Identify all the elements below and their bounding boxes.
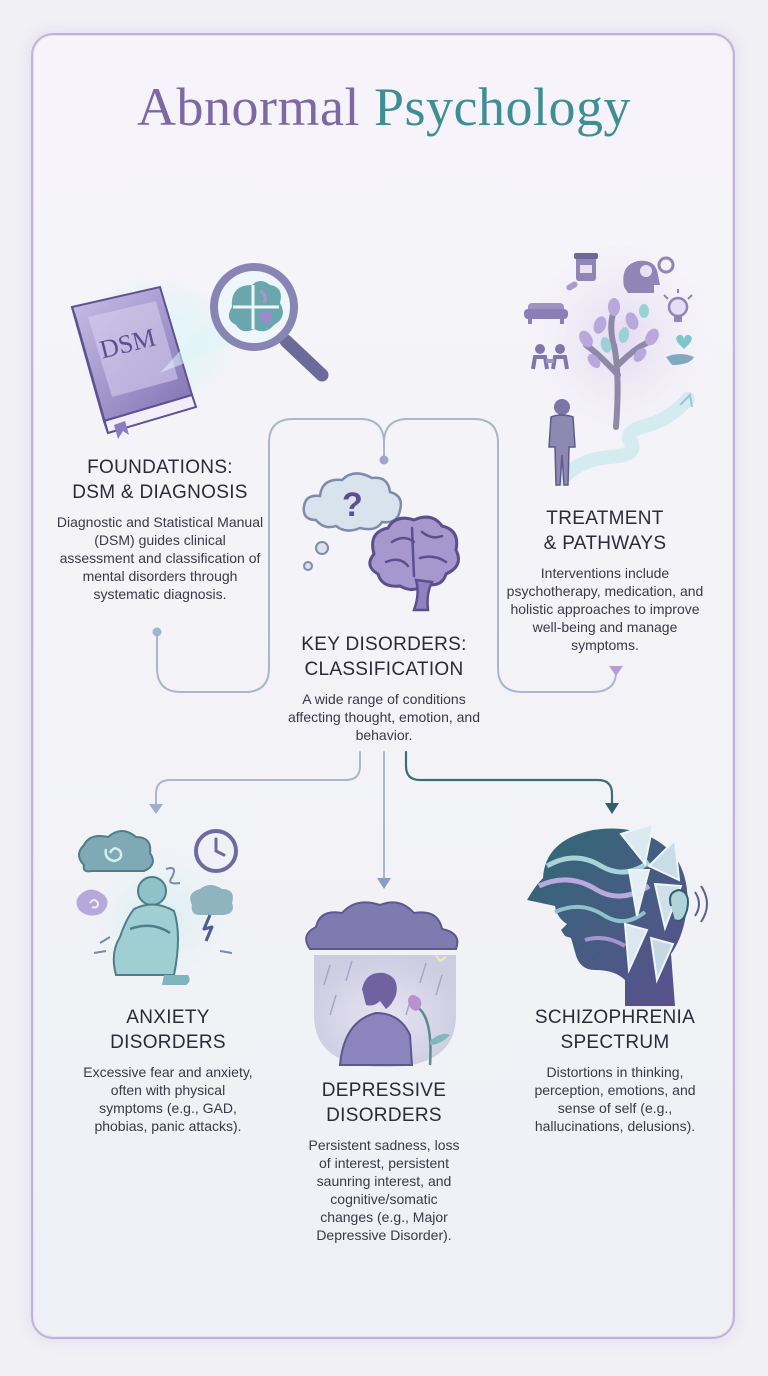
schizophrenia-heading: SCHIZOPHRENIA SPECTRUM: [520, 1005, 710, 1055]
book-icon: DSM: [70, 285, 198, 439]
thought-cloud-brain-illustration: ?: [302, 472, 460, 612]
depressive-description: Persistent sadness, loss of interest, pe…: [308, 1137, 460, 1243]
connector-treatment: [383, 418, 617, 693]
treatment-heading-line2: & PATHWAYS: [543, 533, 667, 554]
sad-person-icon: [338, 972, 414, 1066]
brain-icon: [368, 515, 460, 612]
foundations-heading-line1: FOUNDATIONS:: [87, 457, 233, 478]
treatment-section: TREATMENT & PATHWAYS Interventions inclu…: [505, 506, 705, 654]
anxiety-heading: ANXIETY DISORDERS: [78, 1005, 258, 1055]
pathway-icon: [555, 392, 695, 486]
depressive-heading-line1: DEPRESSIVE: [321, 1080, 447, 1101]
tree-icon: [579, 298, 659, 430]
connector-dot-foundations: [152, 627, 162, 637]
connector-anxiety: [155, 751, 361, 807]
anxiety-heading-line1: ANXIETY: [126, 1007, 210, 1028]
connector-dot-hub: [379, 455, 389, 465]
drooping-flower-icon: [408, 995, 450, 1066]
lightbulb-icon: [663, 289, 693, 322]
schizophrenia-heading-line2: SPECTRUM: [560, 1032, 670, 1053]
key-disorders-heading-line2: CLASSIFICATION: [304, 659, 464, 680]
key-disorders-description: A wide range of conditions affecting tho…: [288, 691, 480, 743]
brain-puzzle-icon: [228, 281, 283, 332]
thought-cloud-icon: ?: [302, 472, 403, 571]
therapy-session-icon: [531, 344, 569, 370]
heart-hand-icon: [666, 334, 694, 365]
treatment-description: Interventions include psychotherapy, med…: [506, 565, 704, 653]
depressive-heading: DEPRESSIVE DISORDERS: [306, 1078, 462, 1128]
anxiety-section: ANXIETY DISORDERS Excessive fear and anx…: [78, 1005, 258, 1135]
depressive-section: DEPRESSIVE DISORDERS Persistent sadness,…: [306, 1078, 462, 1244]
anxiety-heading-line2: DISORDERS: [110, 1032, 226, 1053]
arrowhead-schizophrenia: [605, 803, 619, 814]
magnifier-icon: [210, 263, 329, 382]
spiral-cloud-icon: [76, 889, 108, 916]
depressive-heading-line2: DISORDERS: [326, 1105, 442, 1126]
schizophrenia-heading-line1: SCHIZOPHRENIA: [534, 1007, 696, 1028]
page-title: Abnormal Psychology: [0, 76, 768, 138]
arrowhead-treatment: [609, 666, 623, 676]
lightning-cloud-icon: [190, 885, 233, 942]
treatment-heading: TREATMENT & PATHWAYS: [505, 506, 705, 556]
ear-sound-icon: [669, 885, 708, 923]
anxiety-description: Excessive fear and anxiety, often with p…: [83, 1064, 253, 1134]
foundations-description: Diagnostic and Statistical Manual (DSM) …: [56, 514, 264, 602]
schizophrenia-section: SCHIZOPHRENIA SPECTRUM Distortions in th…: [520, 1005, 710, 1135]
connector-foundations: [156, 418, 385, 693]
connector-schizophrenia: [404, 750, 614, 808]
treatment-heading-line1: TREATMENT: [546, 508, 664, 529]
dsm-book-magnifier-illustration: DSM: [70, 263, 329, 439]
key-disorders-section: KEY DISORDERS: CLASSIFICATION A wide ran…: [279, 632, 489, 744]
arrowhead-anxiety: [149, 804, 163, 814]
person-icon: [548, 399, 576, 486]
couch-icon: [524, 303, 568, 324]
title-word-abnormal: Abnormal: [137, 77, 360, 137]
head-gears-icon: [623, 256, 675, 293]
anxiety-illustration: [72, 829, 248, 995]
key-disorders-heading-line1: KEY DISORDERS:: [301, 634, 467, 655]
shattered-glass-icon: [619, 822, 683, 984]
person-hugging-knees-icon: [112, 876, 190, 985]
key-disorders-heading: KEY DISORDERS: CLASSIFICATION: [279, 632, 489, 682]
title-word-psychology: Psychology: [373, 77, 631, 137]
medication-bottle-icon: [566, 253, 598, 291]
schizophrenia-description: Distortions in thinking, perception, emo…: [534, 1064, 696, 1134]
arrowhead-depressive: [377, 878, 391, 889]
rain-cloud-icon: [305, 901, 459, 950]
storm-cloud-icon: [78, 830, 154, 873]
foundations-heading: FOUNDATIONS: DSM & DIAGNOSIS: [55, 455, 265, 505]
foundations-heading-line2: DSM & DIAGNOSIS: [72, 482, 248, 503]
treatment-tree-illustration: [524, 245, 710, 486]
foundations-section: FOUNDATIONS: DSM & DIAGNOSIS Diagnostic …: [55, 455, 265, 603]
schizophrenia-illustration: [527, 822, 708, 1006]
depressive-illustration: [305, 901, 459, 1067]
question-mark-icon: ?: [342, 486, 363, 524]
clock-icon: [194, 829, 238, 873]
